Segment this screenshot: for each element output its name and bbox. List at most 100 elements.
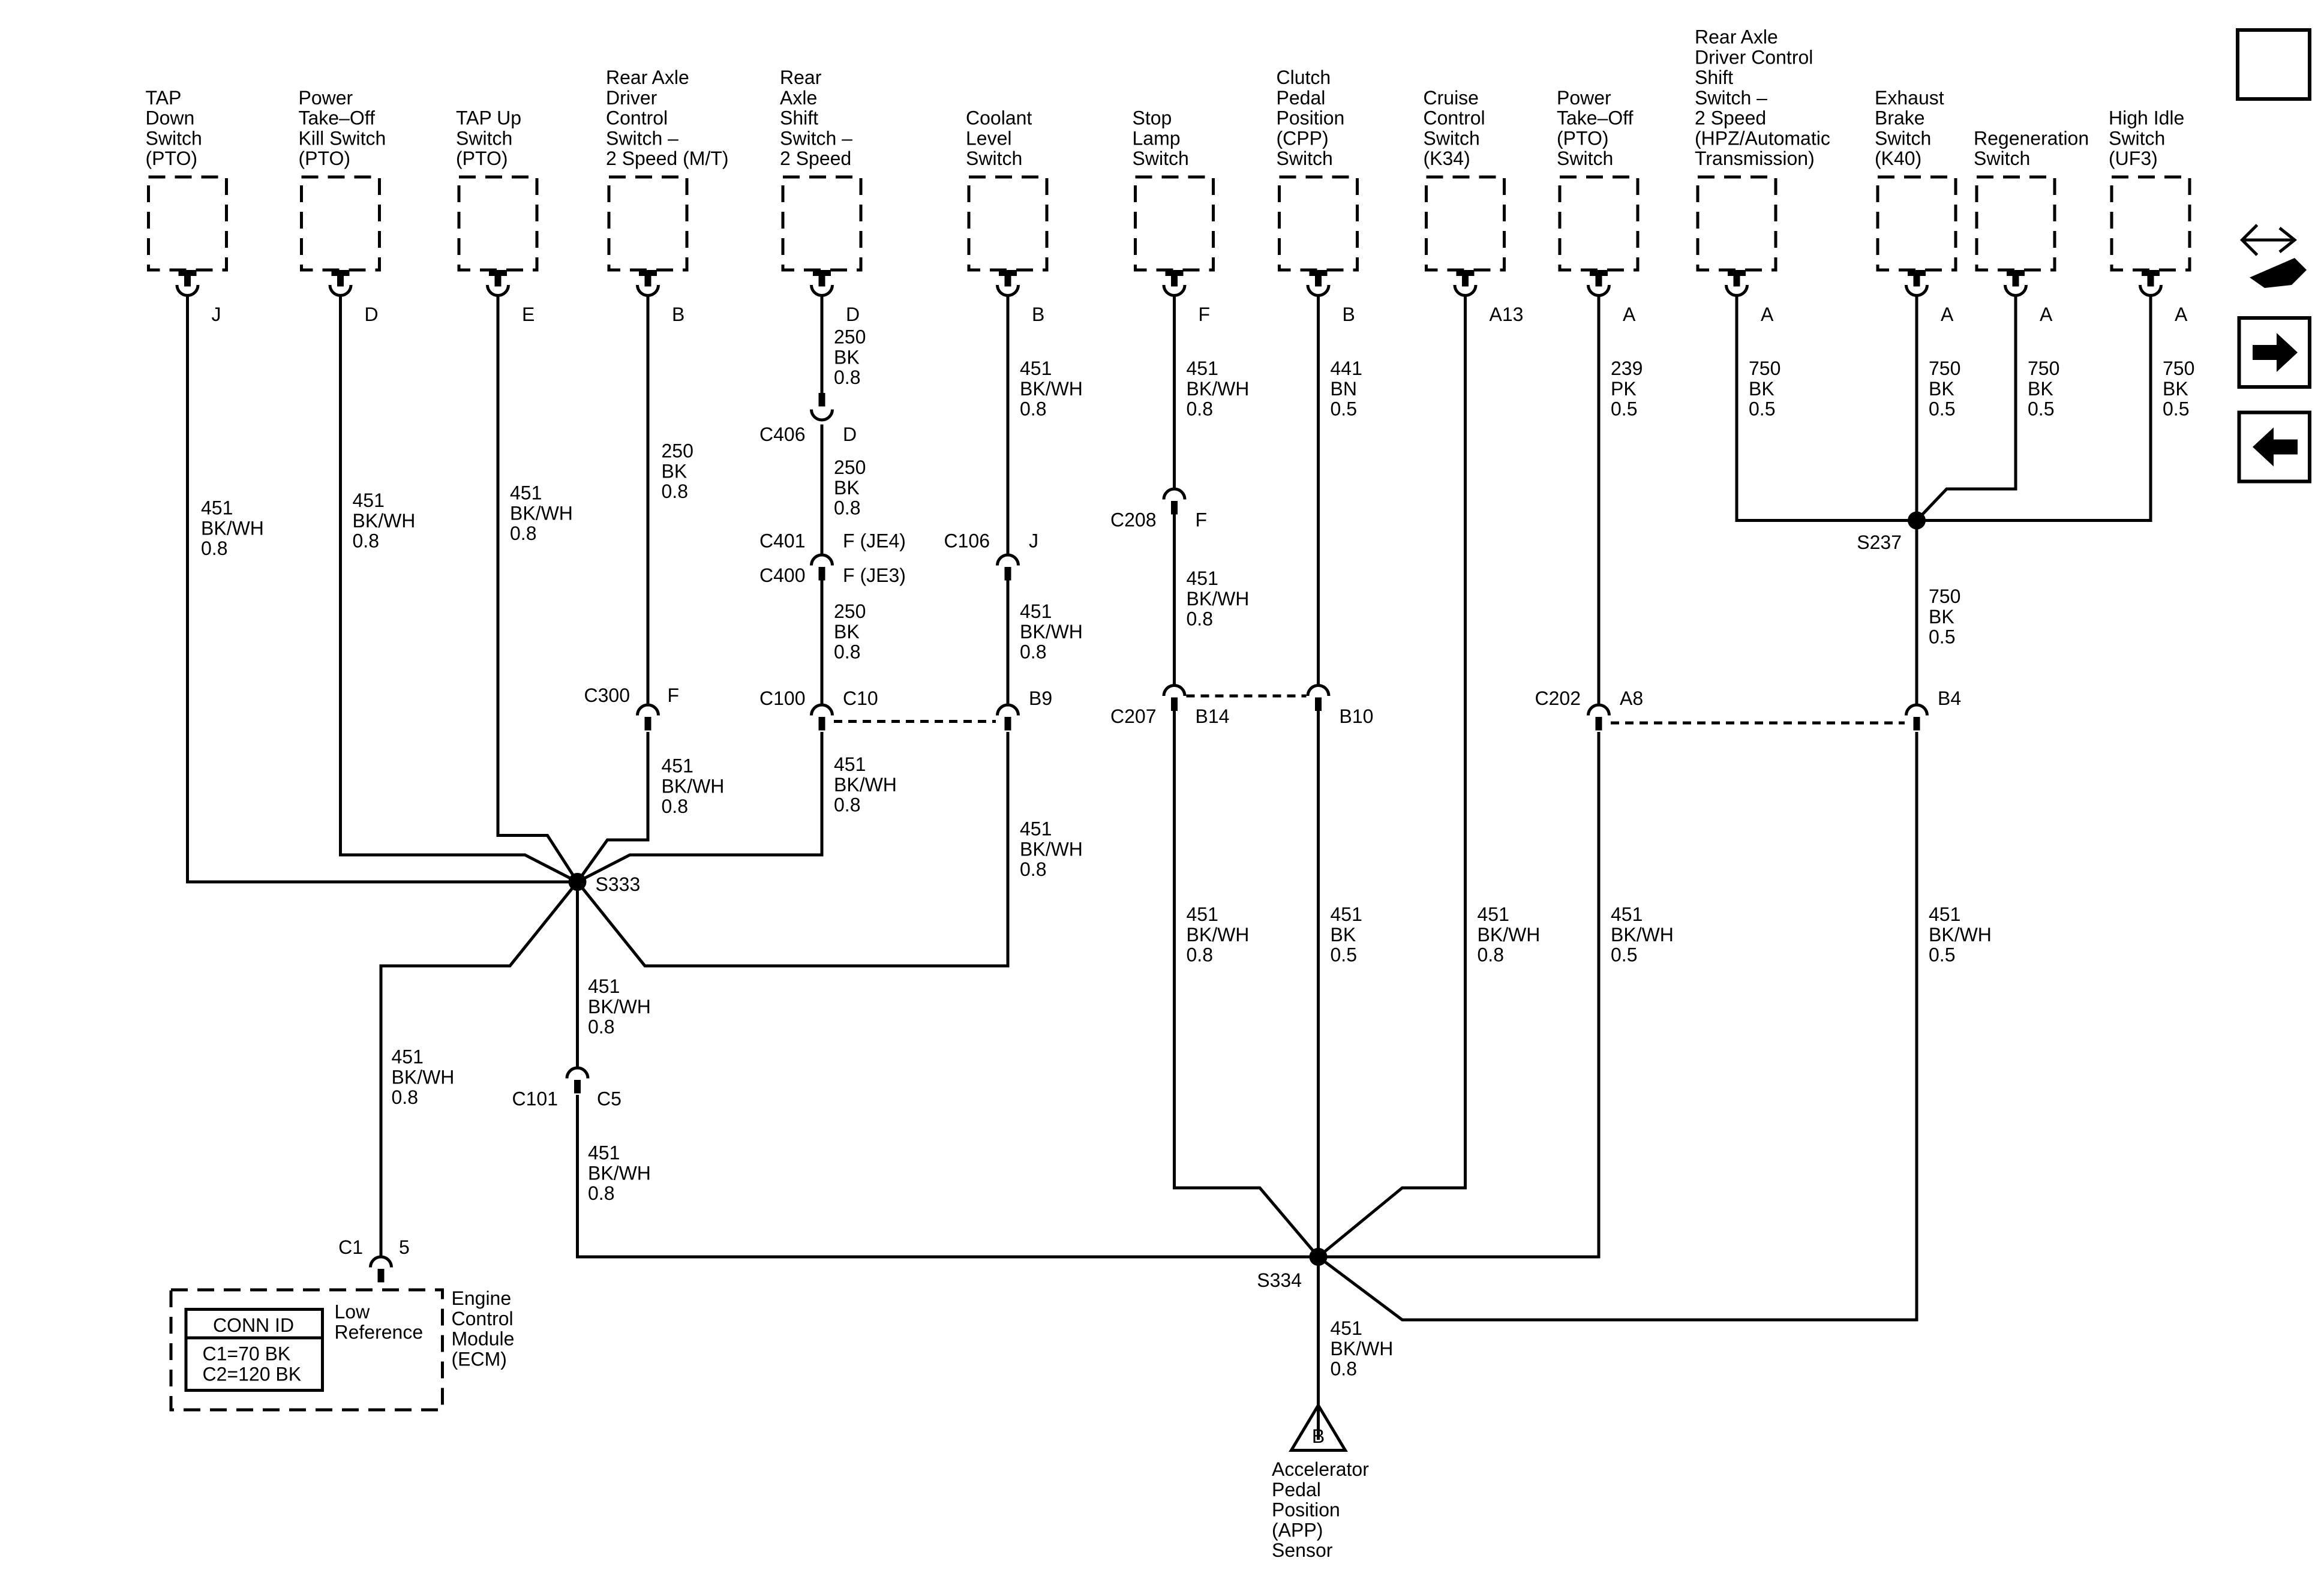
stop-wire2: 0.8 <box>1187 608 1213 630</box>
coolant-wire2: 451 <box>1020 601 1052 622</box>
pin-head <box>999 270 1017 276</box>
pin-head <box>813 270 831 276</box>
pin-blade <box>1004 274 1011 287</box>
cruise-pin <box>1453 270 1478 297</box>
rear_axle_mt-box <box>607 175 689 272</box>
rear_axle_shift-label: Rear <box>780 67 822 88</box>
rear_axle_mt-label: Control <box>606 107 668 129</box>
previous-page-button[interactable] <box>2237 410 2311 484</box>
wire-s237-s334 <box>1317 732 1918 1322</box>
tap_down-box <box>147 175 228 272</box>
rear_axle_mt-pin <box>636 270 660 297</box>
tap_up-pin-id: E <box>522 304 535 325</box>
pin-head <box>1456 270 1475 276</box>
connector-cup <box>996 553 1020 566</box>
c202-label: C202 <box>1535 688 1581 709</box>
wrench-arrows-icon[interactable] <box>2239 224 2307 288</box>
s237-out-wire: 0.5 <box>1929 626 1955 648</box>
tap_up-label: Switch <box>456 127 512 149</box>
regen-wire: 0.5 <box>2028 398 2054 420</box>
coolant-label: Level <box>966 127 1012 149</box>
exhaust-label: Exhaust <box>1875 87 1944 109</box>
c401-label: C401 <box>759 530 806 552</box>
pin-cup <box>1453 284 1478 297</box>
pin-cup <box>1587 284 1611 297</box>
wire-pto-b <box>1318 732 1601 1259</box>
rear_axle_mt-label: Switch – <box>606 127 678 149</box>
pin-head <box>1309 270 1328 276</box>
right-arrow-icon[interactable] <box>2253 333 2298 372</box>
connector-blade <box>1595 717 1602 731</box>
pin-blade <box>494 274 502 287</box>
loc-frame[interactable] <box>2236 28 2311 101</box>
pin-head <box>2142 270 2160 276</box>
wrench-shape[interactable] <box>2250 258 2307 288</box>
splice-s333-label: S333 <box>596 873 641 895</box>
tap-down-wire: 0.8 <box>201 538 227 559</box>
left-arrow-icon[interactable] <box>2253 427 2298 467</box>
wire-tap-up <box>496 294 579 883</box>
pin-head <box>1165 270 1184 276</box>
rear_axle_auto-label: 2 Speed <box>1695 107 1766 129</box>
s237-out-wire2: 0.5 <box>1929 944 1955 966</box>
rear_axle_shift-label: Switch – <box>780 127 852 149</box>
coolant-wire: 451 <box>1020 358 1052 379</box>
exhaust-label: Brake <box>1875 107 1925 129</box>
connector-c1 <box>369 1255 393 1283</box>
splice-s333 <box>568 873 587 891</box>
swap-arrows[interactable] <box>2239 224 2298 256</box>
shift-wire3: 250 <box>834 601 866 622</box>
pto_kill-label: Power <box>299 87 353 109</box>
pin-cup <box>1306 284 1331 297</box>
tap-up-wire: 451 <box>510 482 542 504</box>
rear_axle_shift-label: Axle <box>780 87 817 109</box>
c207-label: C207 <box>1110 706 1157 727</box>
pto-kill-wire: 451 <box>353 490 385 511</box>
wire-stop-c <box>1173 708 1320 1258</box>
exhaust-wire: 750 <box>1929 358 1960 379</box>
clutch-wire: 441 <box>1331 358 1362 379</box>
c1-pin: 5 <box>399 1236 410 1258</box>
tap-up-wire: BK/WH <box>510 502 573 524</box>
s334-out-wire: 0.8 <box>1331 1358 1357 1380</box>
tap-down-wire: 451 <box>201 497 233 519</box>
exhaust-label: (K40) <box>1875 148 1921 169</box>
connector-blade <box>1171 697 1178 711</box>
c100-b9-pin: B9 <box>1029 688 1052 709</box>
clutch-wire: 0.5 <box>1331 398 1357 420</box>
navigation-icons[interactable] <box>2236 28 2311 484</box>
pto-wire: 239 <box>1611 358 1643 379</box>
ecm-name: (ECM) <box>452 1348 507 1370</box>
pto_switch-pin-id: A <box>1623 304 1636 325</box>
rear-axle-mt-wire: 0.8 <box>662 481 688 502</box>
pto-kill-wire: BK/WH <box>353 510 416 532</box>
loc-button[interactable] <box>2236 28 2311 101</box>
ecm-wire: BK/WH <box>392 1066 455 1088</box>
pin-cup <box>636 284 660 297</box>
regen-wire: BK <box>2028 378 2053 400</box>
clutch-label: Position <box>1277 107 1345 129</box>
rear_axle_auto-label: Driver Control <box>1695 46 1813 68</box>
stop_lamp-pin <box>1162 270 1187 297</box>
regen-label: Switch <box>1974 148 2030 169</box>
conn-id-values: C2=120 BK <box>203 1363 302 1385</box>
connector-cup <box>1587 703 1611 716</box>
next-page-button[interactable] <box>2237 316 2311 389</box>
exhaust-label: Switch <box>1875 127 1931 149</box>
s237-out-wire: 750 <box>1929 586 1960 607</box>
clutch-box <box>1278 175 1359 272</box>
pin-blade <box>337 274 344 287</box>
pin-head <box>1590 270 1608 276</box>
coolant-wire3: 0.8 <box>1020 858 1046 880</box>
connector-c202-b4 <box>1905 703 1929 731</box>
conn-id-table <box>184 1308 324 1392</box>
pin-cup <box>486 284 510 297</box>
stop-wire: 451 <box>1187 358 1218 379</box>
tap_up-box <box>457 175 539 272</box>
rear_axle_auto-wire: 0.5 <box>1749 398 1775 420</box>
coolant-wire: BK/WH <box>1020 378 1083 400</box>
clutch-wire2: 0.5 <box>1331 944 1357 966</box>
stop-wire2: BK/WH <box>1187 588 1250 610</box>
pto_kill-box <box>300 175 381 272</box>
c101-pin: C5 <box>597 1088 621 1110</box>
